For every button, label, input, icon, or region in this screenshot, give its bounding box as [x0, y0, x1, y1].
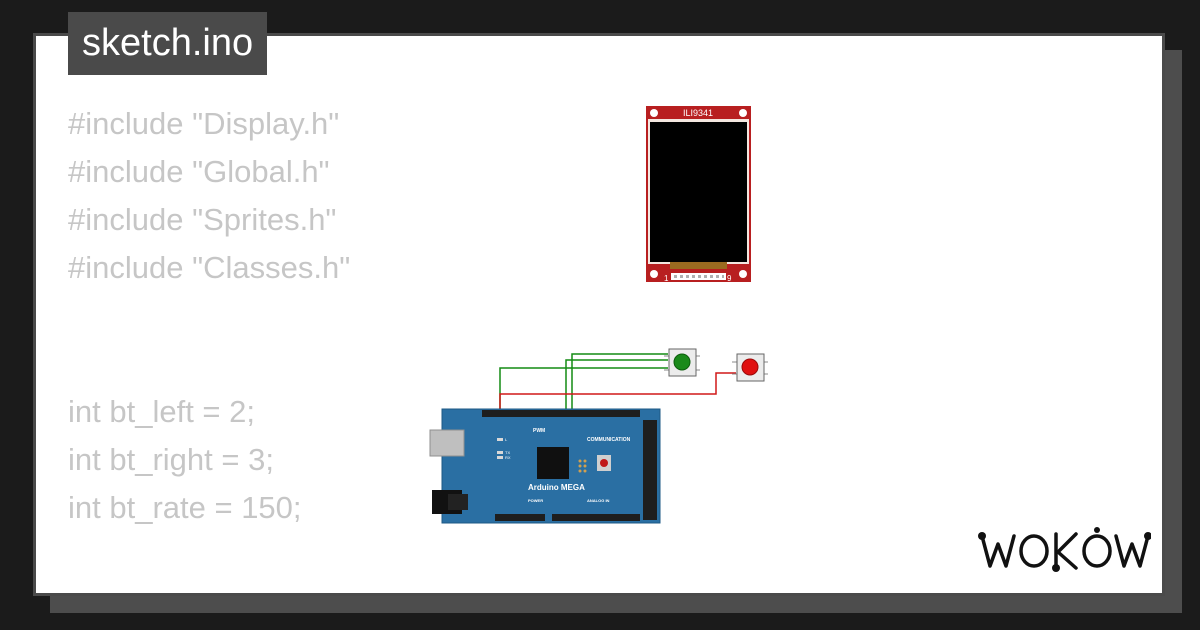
code-line: int bt_rate = 150; [68, 490, 302, 525]
pwm-label: PWM [533, 428, 545, 434]
led-label: RX [505, 455, 511, 460]
pushbutton-red[interactable] [732, 353, 768, 382]
arduino-mega-board[interactable]: L TX RX PWM COMMUNICATION Arduino MEGA P… [429, 408, 661, 524]
mcu-chip [537, 447, 569, 479]
led-label: L [505, 437, 508, 442]
pin-label: 1 [664, 274, 669, 283]
communication-label: COMMUNICATION [587, 437, 631, 443]
pushbutton-green[interactable] [664, 348, 700, 377]
led-label: TX [505, 450, 510, 455]
board-name: Arduino MEGA [528, 483, 585, 492]
display-label: ILI9341 [683, 108, 713, 118]
code-line: #include "Display.h" [68, 106, 340, 141]
file-tab[interactable]: sketch.ino [68, 12, 268, 75]
wires [499, 353, 736, 410]
wokwi-logo [978, 527, 1151, 572]
reset-button[interactable] [600, 459, 608, 467]
code-line: int bt_left = 2; [68, 394, 255, 429]
code-line: #include "Sprites.h" [68, 202, 337, 237]
power-label: POWER [528, 498, 543, 503]
code-line: #include "Classes.h" [68, 250, 351, 285]
ili9341-display[interactable]: ILI9341 1 9 [646, 106, 751, 283]
code-line: int bt_right = 3; [68, 442, 274, 477]
display-screen [650, 122, 747, 262]
usb-port [429, 429, 465, 457]
pin-label: 9 [727, 274, 732, 283]
code-line: #include "Global.h" [68, 154, 330, 189]
analog-label: ANALOG IN [587, 498, 610, 503]
